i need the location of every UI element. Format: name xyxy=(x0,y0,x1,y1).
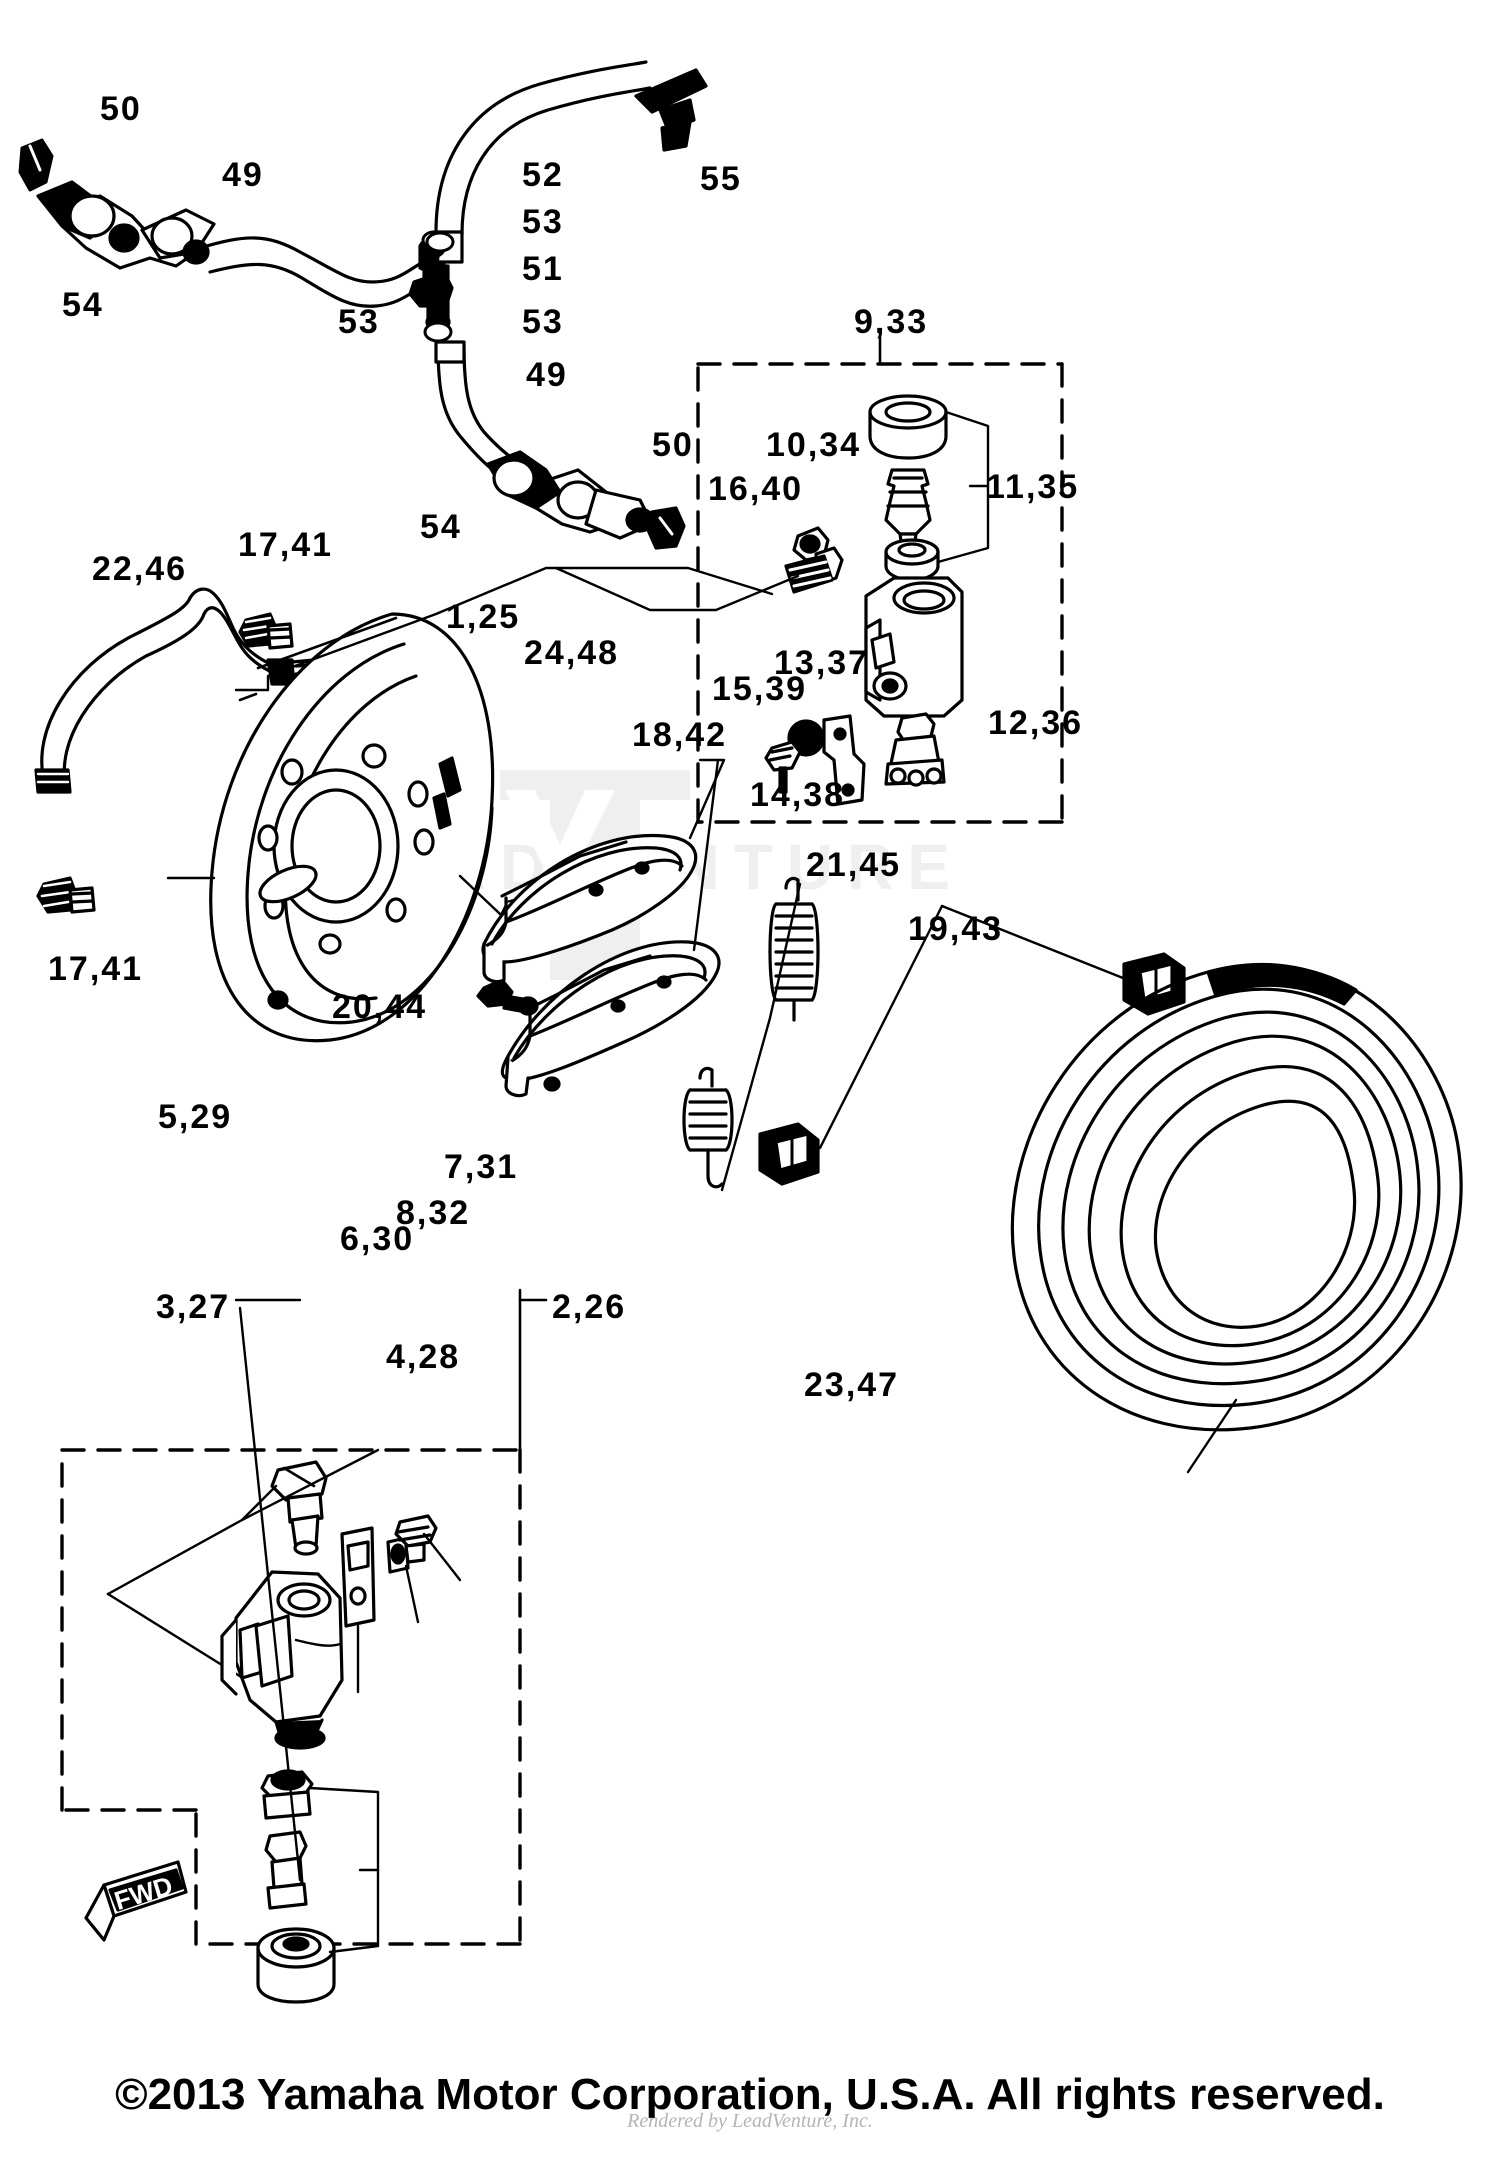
callout-53-c: 53 xyxy=(522,303,564,341)
callout-9-33: 9,33 xyxy=(854,303,929,341)
wheel-cylinder-group-box xyxy=(60,1448,522,1946)
callout-12-36: 12,36 xyxy=(988,704,1084,742)
callout-7-31: 7,31 xyxy=(444,1148,519,1186)
callout-50-left: 50 xyxy=(100,90,142,128)
callout-55: 55 xyxy=(700,160,742,198)
bolt-14-38 xyxy=(764,740,802,794)
callout-51: 51 xyxy=(522,250,564,288)
shim-6-30 xyxy=(340,1526,376,1694)
callout-17-41-lower: 17,41 xyxy=(48,950,144,988)
brake-hose-49-upper xyxy=(198,236,446,308)
clip-50-right xyxy=(646,506,686,550)
hose-fitting-54-left xyxy=(36,180,216,270)
callout-3-27: 3,27 xyxy=(156,1288,231,1326)
callout-52: 52 xyxy=(522,156,564,194)
wheel-cylinder-body xyxy=(220,1570,344,1750)
callout-8-32: 8,32 xyxy=(396,1194,471,1232)
callout-22-46: 22,46 xyxy=(92,550,188,588)
cap-seal-11-35-lower xyxy=(884,538,940,582)
callout-24-48: 24,48 xyxy=(524,634,620,672)
callout-16-40: 16,40 xyxy=(708,470,804,508)
reservoir-cap-11-35 xyxy=(868,394,948,460)
callout-20-44: 20,44 xyxy=(332,988,428,1026)
clip-55 xyxy=(634,68,708,152)
return-spring-21-45-upper xyxy=(768,876,820,1022)
brake-shoe-upper-18-42 xyxy=(481,833,698,984)
brake-drum-23-47 xyxy=(1010,962,1463,1432)
callout-11-35: 11,35 xyxy=(986,468,1080,506)
cup-4-28-lower xyxy=(256,1927,336,2004)
bolt-7-31 xyxy=(394,1514,462,1582)
callout-4-28: 4,28 xyxy=(386,1338,461,1376)
brake-backing-plate-1-25 xyxy=(209,612,495,1043)
brake-shoe-lower-18-42 xyxy=(500,940,721,1098)
bolt-17-41-lower xyxy=(36,876,96,914)
shoe-clip-19-43-lower xyxy=(758,1122,820,1186)
hose-fitting-54-lower xyxy=(486,450,655,540)
return-spring-21-45-lower xyxy=(682,1066,734,1189)
callout-53-b: 53 xyxy=(338,303,380,341)
shoe-clip-19-43-upper xyxy=(1122,952,1186,1016)
clip-50-left xyxy=(18,138,54,192)
cap-12-36 xyxy=(884,712,946,787)
callout-49-lower: 49 xyxy=(526,356,568,394)
boot-3-27 xyxy=(264,1830,308,1910)
callout-6-30: 6,30 xyxy=(340,1220,415,1258)
callout-13-37: 13,37 xyxy=(774,644,870,682)
callout-1-25: 1,25 xyxy=(446,598,521,636)
master-cylinder-body-13-37 xyxy=(864,576,964,718)
callout-54-left: 54 xyxy=(62,286,104,324)
callout-50-right: 50 xyxy=(652,426,694,464)
callout-54-lower: 54 xyxy=(420,508,462,546)
fwd-arrow-marker xyxy=(84,1860,188,1942)
washer-53-upper xyxy=(425,231,455,253)
bracket-13-37 xyxy=(822,714,866,806)
callout-19-43: 19,43 xyxy=(908,910,1004,948)
callout-15-39: 15,39 xyxy=(712,670,808,708)
callout-21-45: 21,45 xyxy=(806,846,902,884)
cup-4-28-upper xyxy=(260,1769,314,1820)
callout-14-38: 14,38 xyxy=(750,776,846,814)
callout-17-41-upper: 17,41 xyxy=(238,526,334,564)
callout-2-26: 2,26 xyxy=(552,1288,627,1326)
bolt-17-41-upper xyxy=(238,612,294,650)
callout-5-29: 5,29 xyxy=(158,1098,233,1136)
render-credit: Rendered by LeadVenture, Inc. xyxy=(627,2110,873,2132)
copyright-notice: ©2013 Yamaha Motor Corporation, U.S.A. A… xyxy=(115,2070,1385,2119)
washer-53-lower xyxy=(423,321,453,343)
callout-18-42: 18,42 xyxy=(632,716,728,754)
bleed-screw-5-29 xyxy=(270,1460,328,1556)
callout-10-34: 10,34 xyxy=(766,426,862,464)
banjo-bolt-16-40 xyxy=(784,526,844,594)
callout-23-47: 23,47 xyxy=(804,1366,900,1404)
callout-53-a: 53 xyxy=(522,203,564,241)
pin-20-44 xyxy=(476,978,539,1016)
diaphragm-10-34 xyxy=(884,468,932,550)
callout-49-upper: 49 xyxy=(222,156,264,194)
